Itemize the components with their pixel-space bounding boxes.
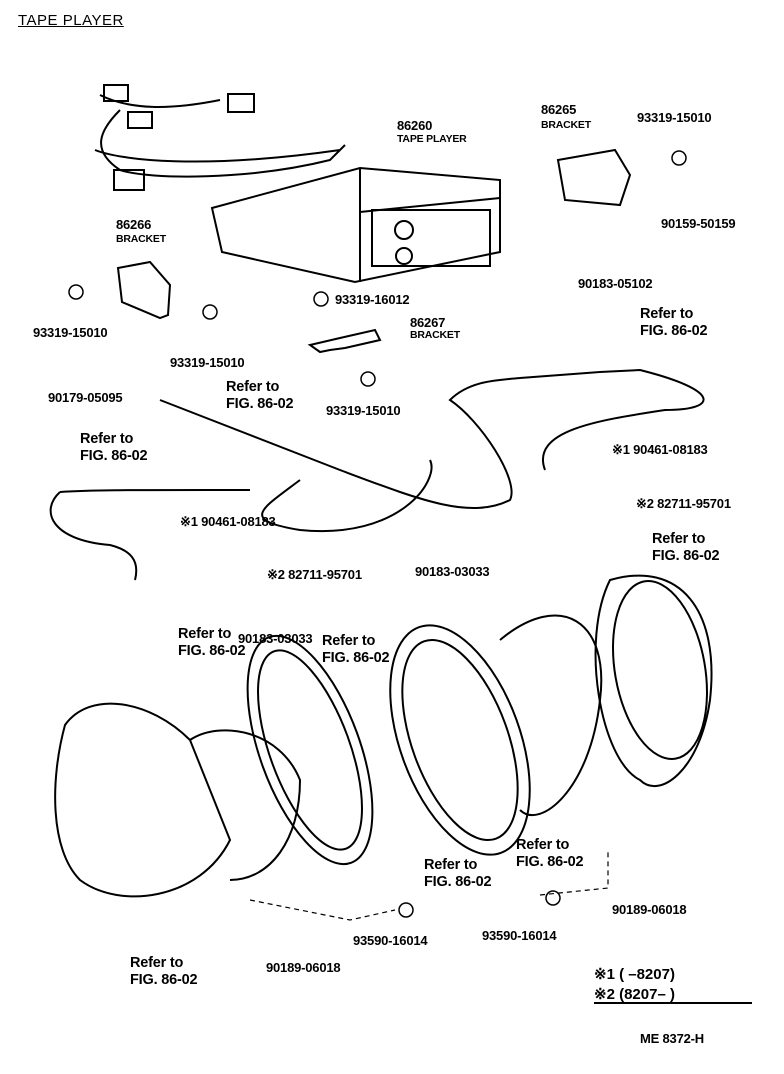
diagram-title: TAPE PLAYER [18, 12, 124, 29]
harness-top [94, 94, 346, 178]
fig-label: FIG. 86-02 [80, 448, 148, 464]
fig-label: FIG. 86-02 [516, 854, 584, 870]
refer-label: Refer to [640, 306, 694, 322]
label-90159-50159: 90159-50159 [661, 216, 736, 231]
label-86265: 86265 [541, 102, 577, 117]
fig-label: FIG. 86-02 [226, 396, 294, 412]
label-90461-08183: ※1 90461-08183 [180, 514, 276, 529]
label-93590-16014: 93590-16014 [482, 928, 557, 943]
diagram-code: ME 8372-H [640, 1031, 704, 1046]
refer-label: Refer to [226, 379, 280, 395]
label-93319-15010: 93319-15010 [33, 325, 108, 340]
label-86260: 86260 [397, 118, 433, 133]
refer-label: Refer to [322, 633, 376, 649]
fig-label: FIG. 86-02 [652, 548, 720, 564]
label-93319-16012: 93319-16012 [335, 292, 410, 307]
label-93590-16014: 93590-16014 [353, 933, 428, 948]
footnote-2: ※2 (8207– ) [594, 986, 675, 1003]
cable-right [519, 368, 705, 471]
label-93319-15010: 93319-15010 [637, 110, 712, 125]
refer-label: Refer to [130, 955, 184, 971]
fig-label: FIG. 86-02 [178, 643, 246, 659]
speaker-right [389, 574, 713, 856]
tape-player-unit [210, 166, 501, 284]
cable-left [49, 489, 250, 581]
label-90189-06018: 90189-06018 [266, 960, 341, 975]
speaker-left [54, 634, 374, 898]
label-86266: 86266 [116, 217, 152, 232]
refer-label: Refer to [516, 837, 570, 853]
label-90183-03033: 90183-03033 [238, 631, 313, 646]
cable-center [159, 377, 521, 510]
label-90183-05102: 90183-05102 [578, 276, 653, 291]
refer-label: Refer to [424, 857, 478, 873]
label-bracket: BRACKET [116, 233, 166, 245]
fig-label: FIG. 86-02 [130, 972, 198, 988]
label-90183-03033: 90183-03033 [415, 564, 490, 579]
fig-label: FIG. 86-02 [640, 323, 708, 339]
label-bracket: BRACKET [410, 329, 460, 341]
fig-label: FIG. 86-02 [424, 874, 492, 890]
label-90179-05095: 90179-05095 [48, 390, 123, 405]
label-82711-95701: ※2 82711-95701 [267, 567, 362, 582]
label-82711-95701: ※2 82711-95701 [636, 496, 731, 511]
label-86267: 86267 [410, 315, 446, 330]
label-93319-15010: 93319-15010 [326, 403, 401, 418]
label-90189-06018: 90189-06018 [612, 902, 687, 917]
label-93319-15010: 93319-15010 [170, 355, 245, 370]
refer-label: Refer to [652, 531, 706, 547]
label-tape-player: TAPE PLAYER [397, 133, 467, 145]
footnote-1: ※1 ( –8207) [594, 966, 675, 983]
refer-label: Refer to [178, 626, 232, 642]
fig-label: FIG. 86-02 [322, 650, 390, 666]
refer-label: Refer to [80, 431, 134, 447]
label-bracket: BRACKET [541, 119, 591, 131]
label-90461-08183: ※1 90461-08183 [612, 442, 708, 457]
